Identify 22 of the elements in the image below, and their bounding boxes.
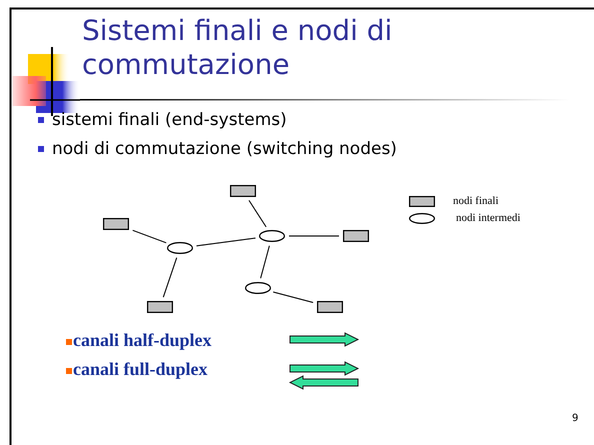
bullet-text: canali full-duplex (73, 359, 208, 380)
connector-line (132, 230, 167, 244)
connector-line (248, 200, 267, 228)
legend-text: nodi finali (453, 195, 499, 207)
bullet-text: sistemi finali (end-systems) (52, 110, 287, 130)
intermediate-node-ellipse (245, 282, 271, 294)
page-number: 9 (572, 413, 578, 424)
end-node-box (103, 218, 129, 230)
end-node-box (317, 301, 343, 313)
end-node-box (343, 230, 369, 242)
intermediate-node-ellipse (259, 230, 285, 242)
connector-line (272, 292, 314, 303)
connector-line (196, 238, 256, 246)
connector-line (162, 257, 178, 298)
end-node-box (147, 301, 173, 313)
bullet-text: canali half-duplex (73, 330, 212, 351)
bullet-text: nodi di commutazione (switching nodes) (52, 139, 397, 159)
intermediate-node-ellipse (167, 242, 193, 254)
slide-title: Sistemi finali e nodi di commutazione (82, 14, 394, 82)
legend-text: nodi intermedi (456, 212, 520, 224)
connector-line (260, 245, 270, 279)
end-node-box (230, 185, 256, 197)
